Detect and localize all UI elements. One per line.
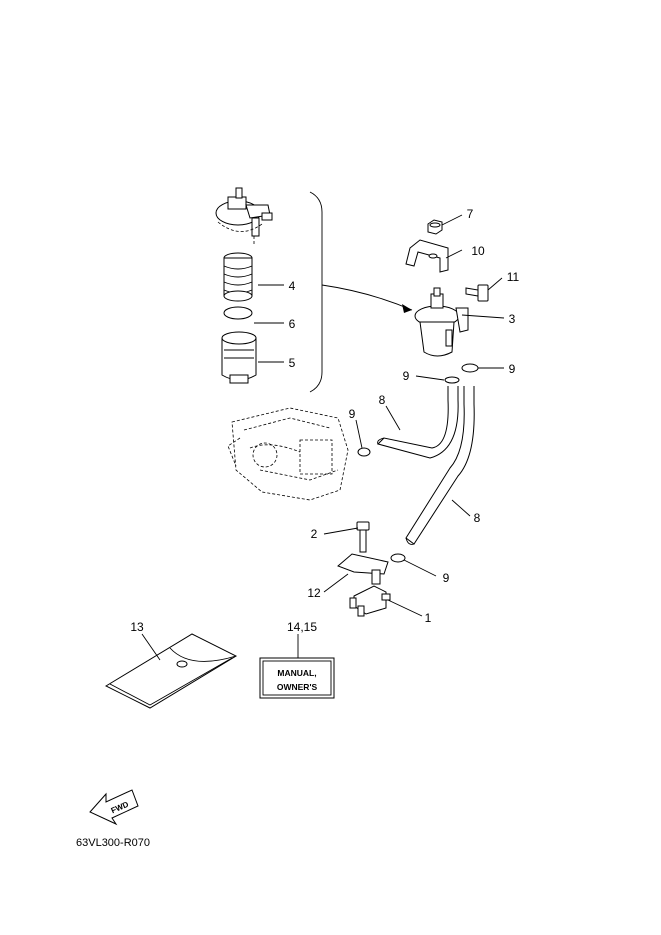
callout-13: 13 xyxy=(130,620,144,634)
forward-arrow-icon: FWD xyxy=(89,789,139,826)
manual-line-2: OWNER'S xyxy=(277,682,318,692)
callout-9-hose: 9 xyxy=(403,369,410,383)
bolt-icon xyxy=(465,284,489,302)
manual-line-1: MANUAL, xyxy=(277,668,316,678)
owners-manual-card: MANUAL, OWNER'S xyxy=(259,657,335,699)
callout-12: 12 xyxy=(307,586,321,600)
nut-icon xyxy=(427,219,443,235)
document-pouch-icon xyxy=(104,633,238,709)
callout-14-15: 14,15 xyxy=(287,620,317,634)
callout-11: 11 xyxy=(507,270,520,284)
engine-icon xyxy=(227,407,349,501)
callout-3: 3 xyxy=(509,312,516,326)
callout-10: 10 xyxy=(471,244,485,258)
diagram-code: 63VL300-R070 xyxy=(76,837,150,849)
callout-8-lower: 8 xyxy=(474,511,481,525)
screw-icon xyxy=(356,521,370,553)
callout-8-upper: 8 xyxy=(379,393,386,407)
callout-5: 5 xyxy=(289,356,296,370)
callout-1: 1 xyxy=(425,611,432,625)
callout-9-filter: 9 xyxy=(509,362,516,376)
bracket-plate-icon xyxy=(405,239,449,273)
callout-9-joint: 9 xyxy=(443,571,450,585)
filter-element-icon xyxy=(223,252,253,302)
o-ring-icon xyxy=(223,306,253,320)
joint-bracket-icon xyxy=(337,553,389,585)
exploded-view-bracket xyxy=(309,191,323,393)
callout-7: 7 xyxy=(467,207,474,221)
fuel-hose-icon xyxy=(377,386,475,545)
callout-2: 2 xyxy=(311,527,318,541)
leader-lines xyxy=(141,214,505,661)
hose-clip-icon xyxy=(357,363,479,563)
filter-top-icon xyxy=(215,187,273,246)
fuel-filter-icon xyxy=(414,287,469,357)
fuel-joint-icon xyxy=(349,585,391,617)
callout-6: 6 xyxy=(289,317,296,331)
callout-9-engine: 9 xyxy=(349,407,356,421)
callout-4: 4 xyxy=(289,279,296,293)
callout-numbers: 4 6 5 7 10 11 3 9 9 9 8 8 2 9 12 1 13 14… xyxy=(130,207,519,634)
filter-cup-icon xyxy=(221,331,257,384)
